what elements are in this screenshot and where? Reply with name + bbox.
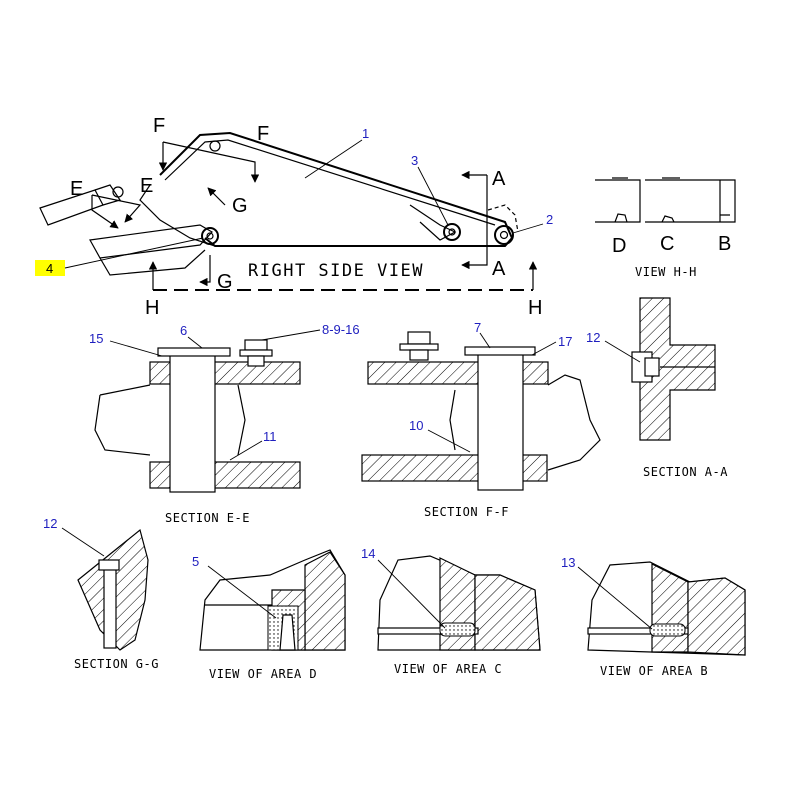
callout-8-9-16[interactable]: 8-9-16 xyxy=(322,322,360,337)
view-of-area-d: VIEW OF AREA D 5 xyxy=(192,549,346,681)
view-h-h-letter-c: C xyxy=(660,233,674,255)
view-of-area-d-title: VIEW OF AREA D xyxy=(209,667,317,681)
callout-14[interactable]: 14 xyxy=(361,546,375,561)
view-of-area-b-title: VIEW OF AREA B xyxy=(600,664,708,678)
view-of-area-b: VIEW OF AREA B 13 xyxy=(561,555,746,678)
section-a-a-title: SECTION A-A xyxy=(643,465,728,479)
callout-1[interactable]: 1 xyxy=(362,126,369,141)
section-f-f: SECTION F-F 7 17 10 xyxy=(361,320,601,519)
callout-4-highlight xyxy=(35,260,65,276)
callout-15[interactable]: 15 xyxy=(89,331,103,346)
callout-11[interactable]: 11 xyxy=(263,429,277,444)
view-h-h: D C B VIEW H-H xyxy=(595,177,736,279)
callout-4[interactable]: 4 xyxy=(46,261,53,276)
section-e-e: SECTION E-E 15 6 8-9-16 11 xyxy=(89,322,360,525)
section-marker-f-left: F xyxy=(153,115,165,137)
view-h-h-title: VIEW H-H xyxy=(635,265,697,279)
section-marker-h-left: H xyxy=(145,297,159,319)
section-marker-e-right: E xyxy=(140,175,153,197)
callout-12-a[interactable]: 12 xyxy=(586,330,600,345)
view-h-h-letter-b: B xyxy=(718,233,731,255)
section-e-e-title: SECTION E-E xyxy=(165,511,250,525)
callout-3[interactable]: 3 xyxy=(411,153,418,168)
callout-5[interactable]: 5 xyxy=(192,554,199,569)
callout-10[interactable]: 10 xyxy=(409,418,423,433)
view-h-h-letter-d: D xyxy=(612,235,626,257)
callout-6[interactable]: 6 xyxy=(180,323,187,338)
section-marker-g-bottom: G xyxy=(217,271,233,293)
section-marker-a-top: A xyxy=(492,168,506,190)
section-f-f-title: SECTION F-F xyxy=(424,505,509,519)
section-a-a: SECTION A-A 12 xyxy=(586,297,728,479)
callout-13[interactable]: 13 xyxy=(561,555,575,570)
section-marker-h-right: H xyxy=(528,297,542,319)
section-marker-f-right: F xyxy=(257,123,269,145)
section-marker-g-top: G xyxy=(232,195,248,217)
view-of-area-c: VIEW OF AREA C 14 xyxy=(361,546,541,676)
right-side-view: F F E E G G A A H H RIGHT SIDE VIEW 1 3 … xyxy=(35,115,553,319)
callout-2[interactable]: 2 xyxy=(546,212,553,227)
callout-7[interactable]: 7 xyxy=(474,320,481,335)
callout-12-g[interactable]: 12 xyxy=(43,516,57,531)
callout-17[interactable]: 17 xyxy=(558,334,572,349)
section-marker-e-left: E xyxy=(70,178,83,200)
section-marker-a-bottom: A xyxy=(492,258,506,280)
section-g-g: SECTION G-G 12 xyxy=(43,516,159,671)
section-g-g-title: SECTION G-G xyxy=(74,657,159,671)
right-side-view-title: RIGHT SIDE VIEW xyxy=(248,261,424,281)
view-of-area-c-title: VIEW OF AREA C xyxy=(394,662,502,676)
